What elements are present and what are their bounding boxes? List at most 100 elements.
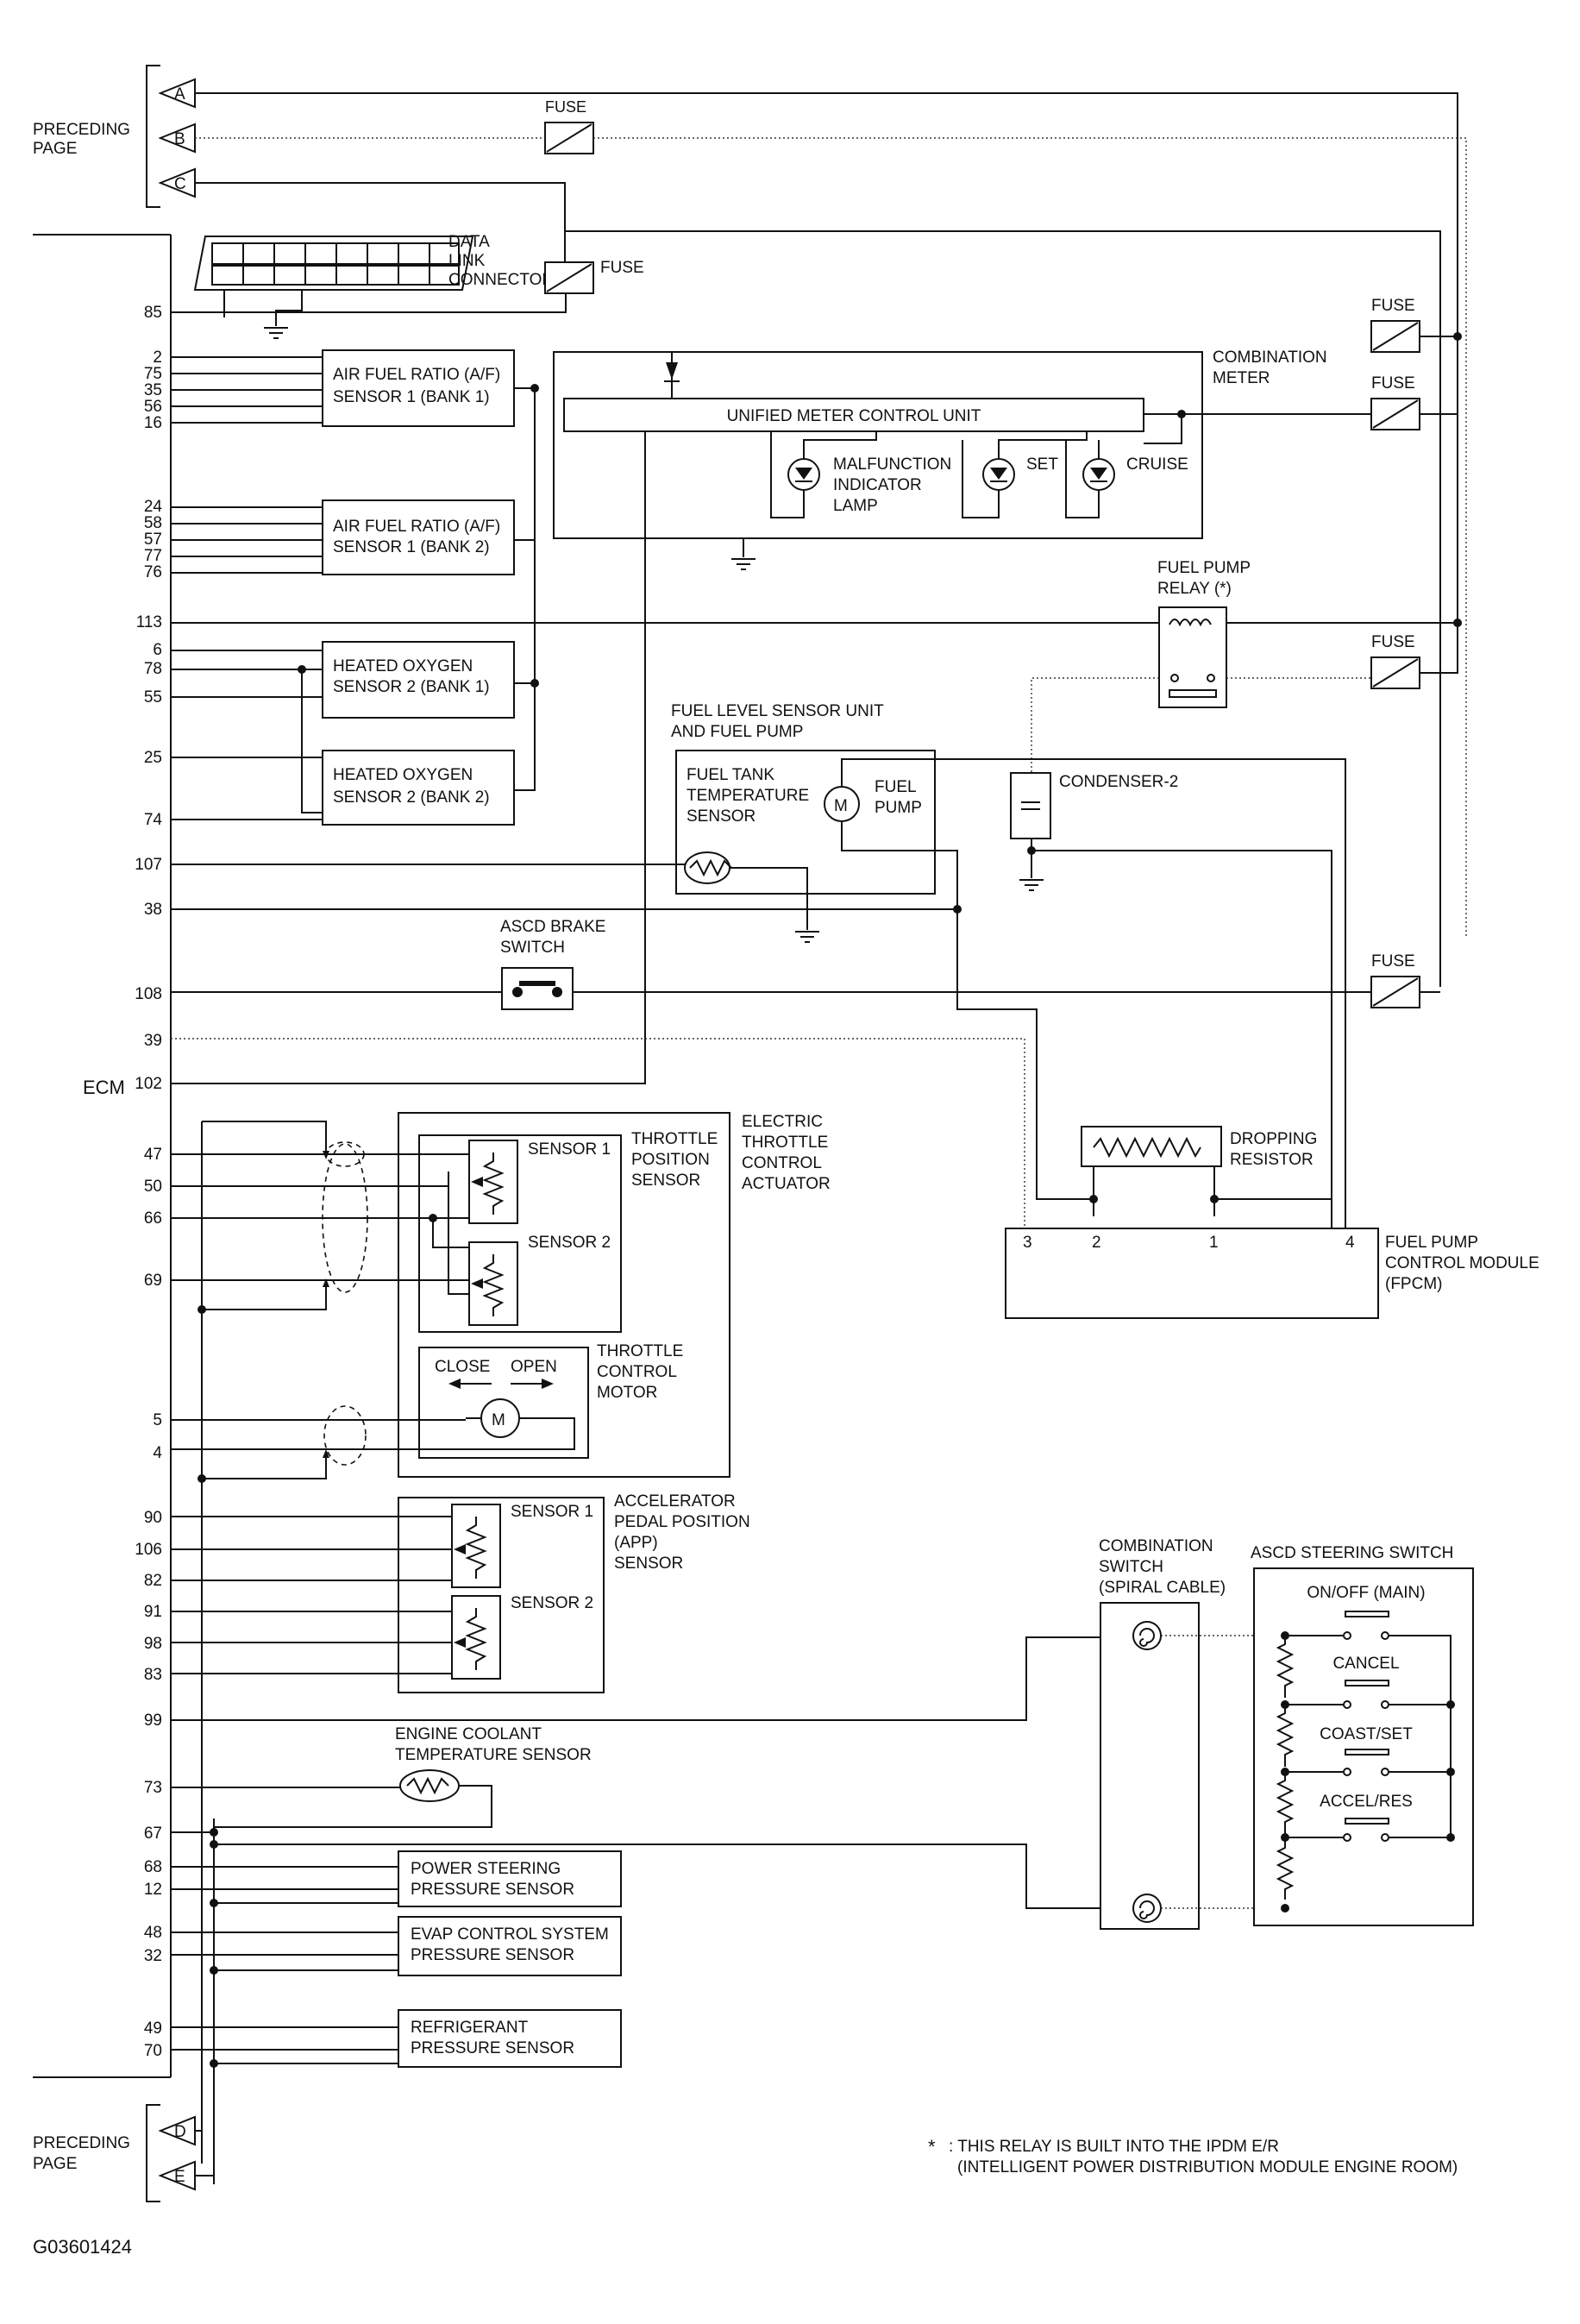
pin-5: 5 [153,1411,162,1429]
svg-text:SENSOR 1 (BANK 2): SENSOR 1 (BANK 2) [333,538,490,556]
svg-text:PEDAL POSITION: PEDAL POSITION [614,1513,750,1531]
pin-32: 32 [144,1947,162,1965]
svg-text:PRECEDING: PRECEDING [33,121,130,139]
ho2s-bank2: HEATED OXYGEN SENSOR 2 (BANK 2) [322,750,515,826]
svg-text:ACCELERATOR: ACCELERATOR [614,1492,736,1511]
pin-16: 16 [144,414,162,432]
svg-text:SENSOR: SENSOR [614,1555,683,1573]
fuel-level-sensor-unit: FUEL LEVEL SENSOR UNIT AND FUEL PUMP FUE… [671,702,1346,1247]
fuel-pump-relay: FUEL PUMP RELAY (*) [1157,559,1251,708]
svg-text:SENSOR 1: SENSOR 1 [528,1140,611,1159]
svg-text:(INTELLIGENT POWER DISTRIBUTIO: (INTELLIGENT POWER DISTRIBUTION MODULE E… [957,2158,1458,2176]
connector-e: E [174,2168,185,2186]
fpcm: 3 2 1 4 FUEL PUMP CONTROL MODULE (FPCM) [1005,1228,1539,1319]
svg-text:TEMPERATURE: TEMPERATURE [687,787,809,805]
svg-text:SENSOR: SENSOR [631,1171,700,1190]
svg-text:SWITCH: SWITCH [500,939,565,957]
pin-82: 82 [144,1572,162,1590]
svg-text:SENSOR: SENSOR [687,807,756,826]
evap-sensor: EVAP CONTROL SYSTEM PRESSURE SENSOR [398,1916,622,1976]
electric-throttle-actuator: ELECTRIC THROTTLE CONTROL ACTUATOR THROT… [171,1112,831,1478]
svg-text:CONNECTOR: CONNECTOR [448,271,554,289]
svg-text:EVAP CONTROL SYSTEM: EVAP CONTROL SYSTEM [411,1925,609,1944]
pin-48: 48 [144,1924,162,1942]
svg-text:THROTTLE: THROTTLE [631,1130,718,1148]
pin-70: 70 [144,2042,162,2060]
svg-text:CONTROL: CONTROL [597,1363,677,1381]
svg-text:REFRIGERANT: REFRIGERANT [411,2019,529,2037]
svg-text:LAMP: LAMP [833,497,878,515]
pin-113: 113 [136,613,162,631]
throttle-motor-m-symbol: M [492,1411,505,1429]
pin-69: 69 [144,1272,162,1290]
svg-text:FUEL: FUEL [875,778,917,796]
svg-text:UNIFIED METER CONTROL UNIT: UNIFIED METER CONTROL UNIT [727,407,981,425]
svg-text:CRUISE: CRUISE [1126,455,1188,474]
svg-text:FUSE: FUSE [545,98,586,116]
pin-98: 98 [144,1635,162,1653]
preceding-page-top: PRECEDING PAGE A B C [33,65,196,208]
svg-text:CONDENSER-2: CONDENSER-2 [1059,773,1178,791]
pin-106: 106 [135,1541,162,1559]
svg-text:FUSE: FUSE [1371,297,1415,315]
af-sensor-bank2: AIR FUEL RATIO (A/F) SENSOR 1 (BANK 2) [322,499,515,575]
svg-text:FUEL PUMP: FUEL PUMP [1157,559,1251,577]
svg-text:(SPIRAL CABLE): (SPIRAL CABLE) [1099,1579,1226,1597]
preceding-page-bottom: PRECEDING PAGE D E [33,2104,214,2202]
svg-text:4: 4 [1345,1234,1355,1252]
svg-text:*: * [928,2136,936,2158]
ecm-label: ECM [83,1077,125,1098]
pin-73: 73 [144,1779,162,1797]
svg-text:ELECTRIC: ELECTRIC [742,1113,823,1131]
connector-a: A [174,85,185,104]
pin-6: 6 [153,641,162,659]
svg-text:ENGINE COOLANT: ENGINE COOLANT [395,1725,542,1743]
relay-note: * : THIS RELAY IS BUILT INTO THE IPDM E/… [928,2136,1458,2176]
svg-text:CONTROL MODULE: CONTROL MODULE [1385,1254,1539,1272]
svg-text:3: 3 [1023,1234,1032,1252]
ecm-pin-labels: 85 2 75 35 56 16 24 58 57 77 76 113 6 78… [135,304,162,2060]
pin-55: 55 [144,688,162,707]
pin-75: 75 [144,365,162,383]
svg-text:SET: SET [1026,455,1058,474]
svg-text:SENSOR 2 (BANK 1): SENSOR 2 (BANK 1) [333,678,490,696]
pin-74: 74 [144,811,163,829]
ect-sensor: ENGINE COOLANT TEMPERATURE SENSOR [395,1725,592,1802]
right-fuses: FUSE FUSE FUSE FUSE [1370,297,1462,1008]
pin-78: 78 [144,660,162,678]
svg-text:HEATED OXYGEN: HEATED OXYGEN [333,766,473,784]
svg-text:POWER STEERING: POWER STEERING [411,1860,561,1878]
pin-90: 90 [144,1509,162,1527]
svg-text:FUEL TANK: FUEL TANK [687,766,774,784]
ho2s-bank1: HEATED OXYGEN SENSOR 2 (BANK 1) [322,641,515,719]
svg-text:PRESSURE SENSOR: PRESSURE SENSOR [411,1881,574,1899]
svg-text:SENSOR 1 (BANK 1): SENSOR 1 (BANK 1) [333,388,490,406]
pin-57: 57 [144,531,162,549]
svg-text:AIR FUEL RATIO (A/F): AIR FUEL RATIO (A/F) [333,518,500,536]
pin-2: 2 [153,349,162,367]
connector-b: B [174,130,185,148]
pin-83: 83 [144,1666,162,1684]
svg-text:AND FUEL PUMP: AND FUEL PUMP [671,723,803,741]
ecm-boundary: ECM [33,234,172,2078]
svg-text:FUSE: FUSE [1371,952,1415,970]
pin-4: 4 [153,1444,162,1462]
svg-text:CANCEL: CANCEL [1332,1655,1399,1673]
pin-12: 12 [144,1881,162,1899]
data-link-connector: DATA LINK CONNECTOR [193,233,554,339]
svg-text:CONTROL: CONTROL [742,1154,822,1172]
pin-58: 58 [144,514,162,532]
ps-sensor: POWER STEERING PRESSURE SENSOR [398,1850,622,1907]
pin-56: 56 [144,398,162,416]
refrigerant-sensor: REFRIGERANT PRESSURE SENSOR [398,2009,622,2068]
motor-m-symbol: M [834,797,848,815]
svg-text:COAST/SET: COAST/SET [1320,1725,1413,1743]
figure-id: G03601424 [33,2236,132,2258]
svg-text:FUEL PUMP: FUEL PUMP [1385,1234,1478,1252]
svg-text:CLOSE: CLOSE [435,1358,490,1376]
svg-text:ACTUATOR: ACTUATOR [742,1175,831,1193]
pin-108: 108 [135,985,162,1003]
svg-text:LINK: LINK [448,252,486,270]
pin-50: 50 [144,1178,162,1196]
svg-text:SENSOR 2 (BANK 2): SENSOR 2 (BANK 2) [333,788,490,807]
